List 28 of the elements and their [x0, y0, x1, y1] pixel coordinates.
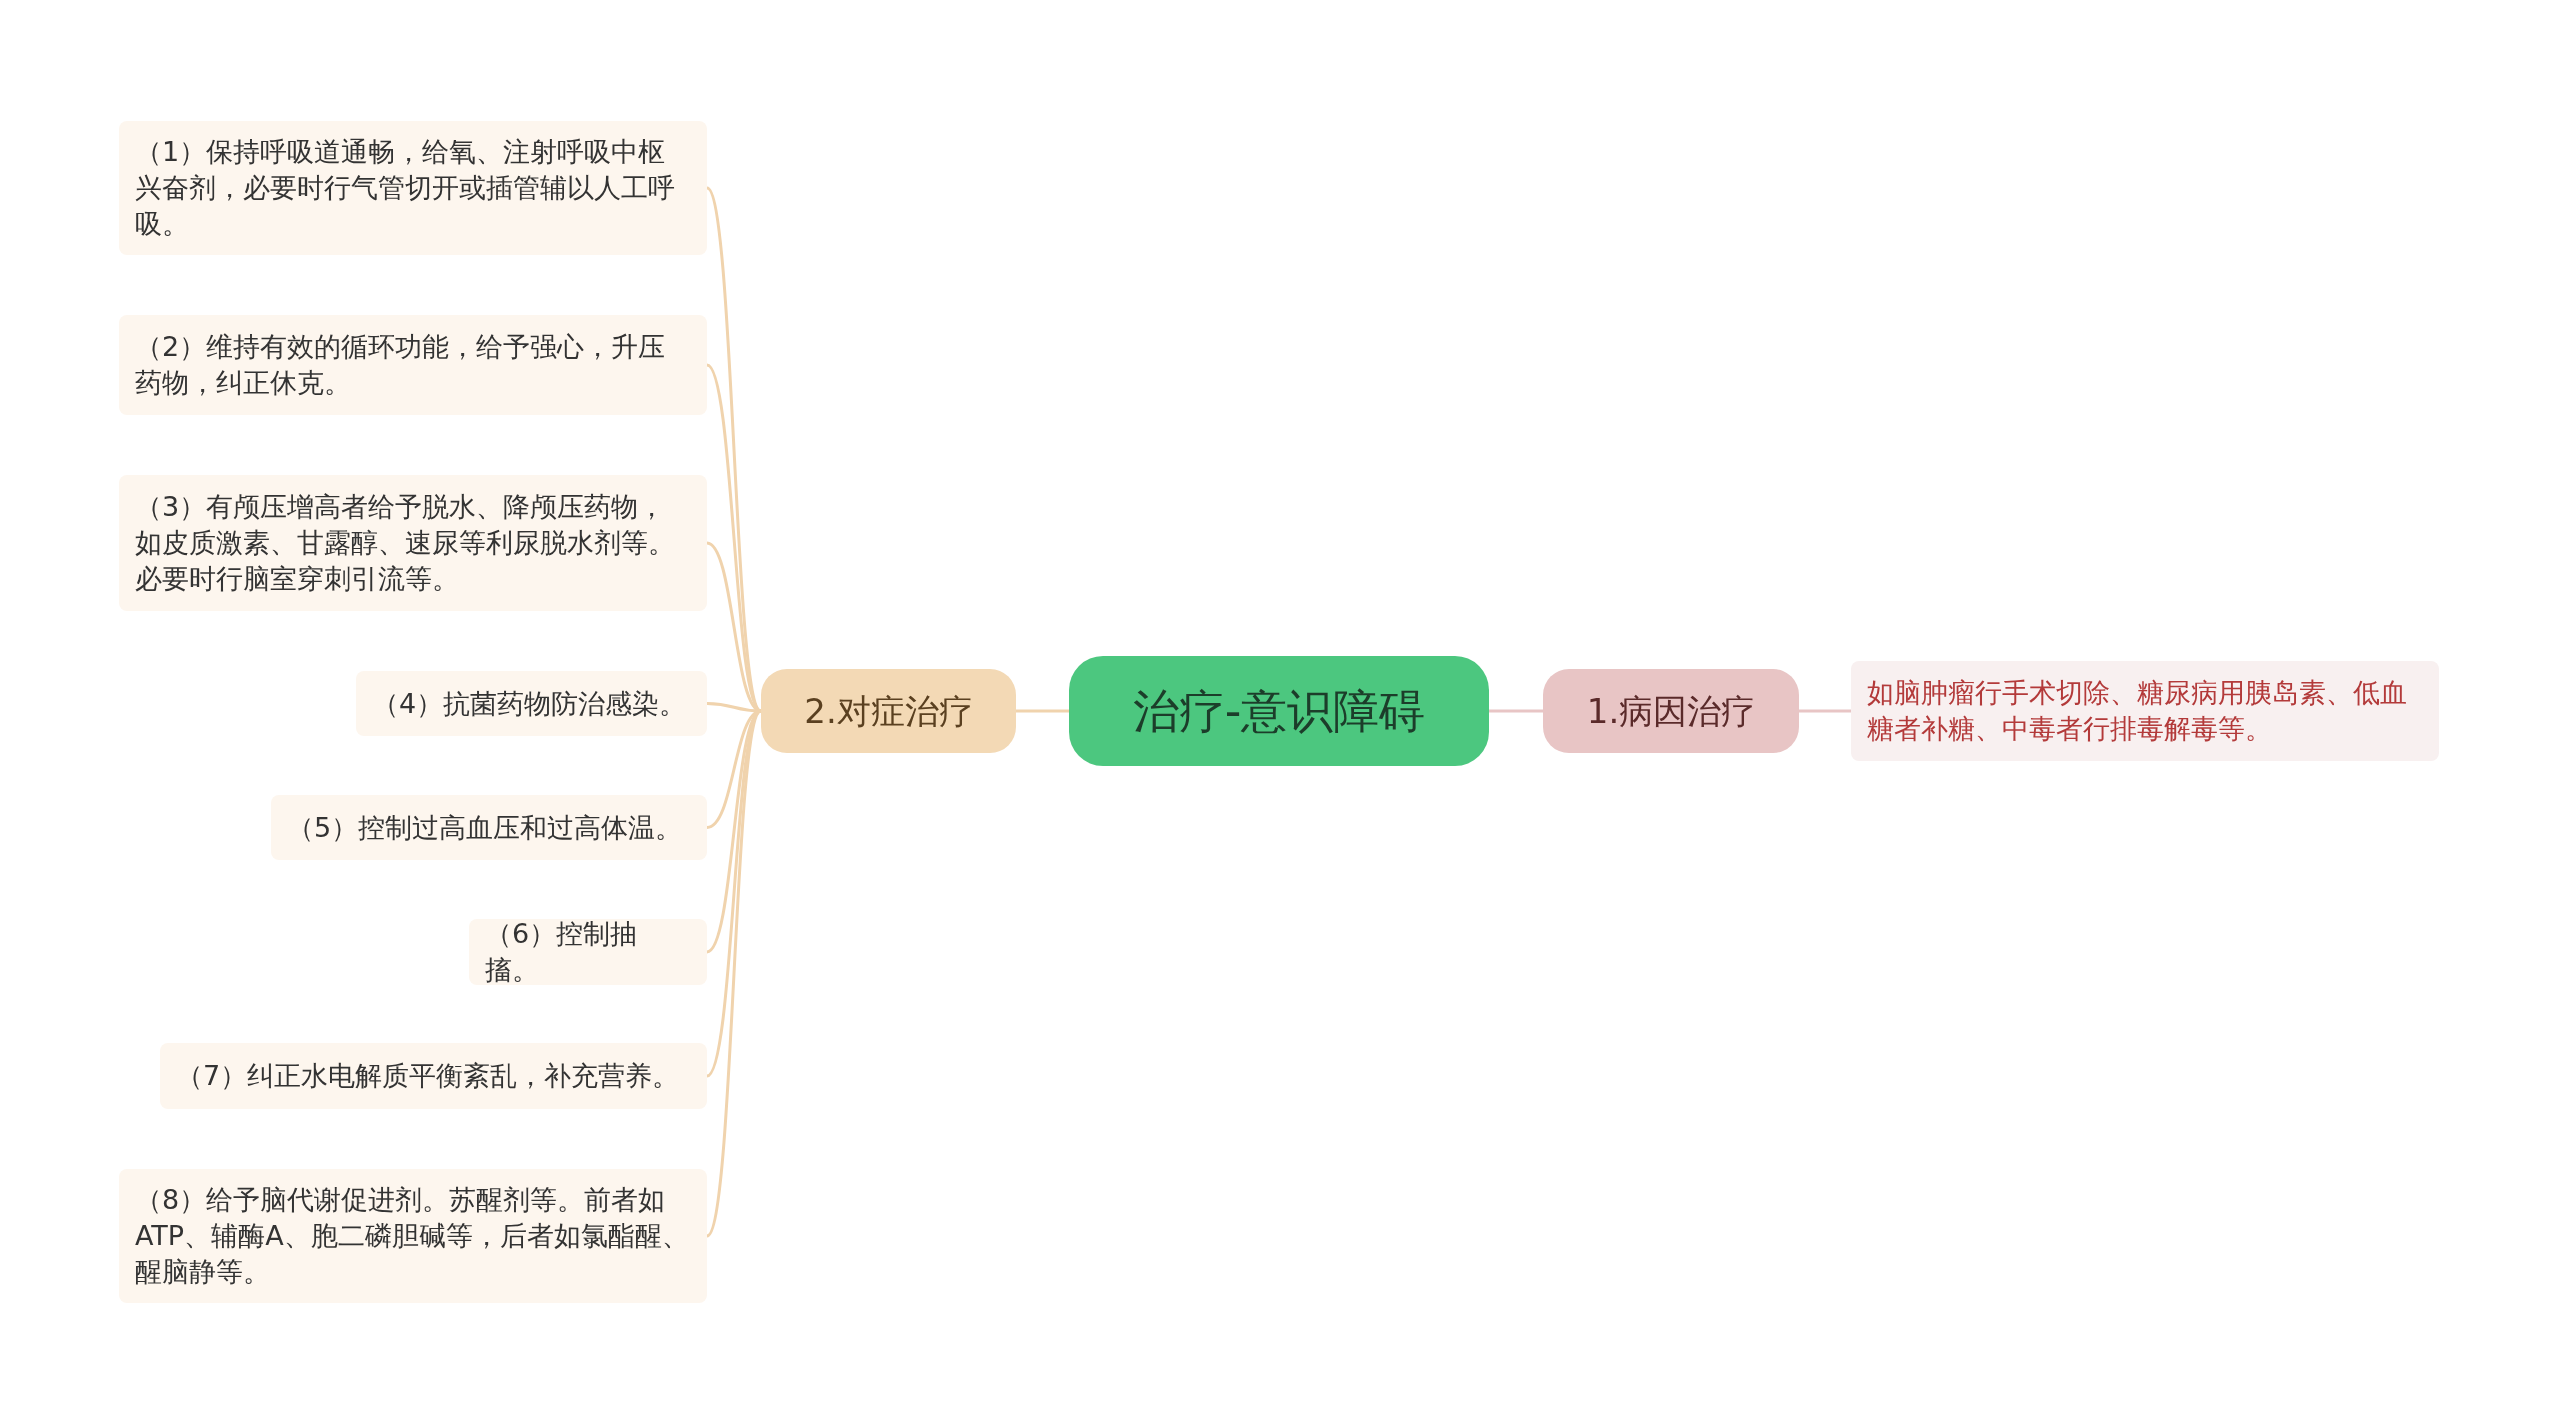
central-topic — [1069, 656, 1489, 766]
connector — [1016, 709, 1069, 713]
leaf-topic — [119, 475, 707, 611]
leaf-topic — [119, 1169, 707, 1303]
leaf-topic — [356, 671, 707, 736]
topic-text: （8）给予脑代谢促进剂。苏醒剂等。前者如ATP、辅酶A、胞二磷胆碱等，后者如氯酯醒、醒脑静等。 — [135, 1183, 690, 1289]
branch-topic — [1543, 669, 1799, 753]
connector — [705, 710, 763, 1237]
topic-text: （1）保持呼吸道通畅，给氧、注射呼吸中枢兴奋剂，必要时行气管切开或插管辅以人工呼吸。 — [135, 135, 676, 241]
branch-topic — [761, 669, 1016, 753]
topic-text: （7）纠正水电解质平衡紊乱，补充营养。 — [176, 1059, 680, 1093]
leaf-topic — [1851, 661, 2439, 761]
topic-text: 2.对症治疗 — [804, 689, 973, 733]
leaf-topic — [160, 1043, 707, 1109]
leaf-topic — [469, 919, 707, 985]
leaf-topic — [119, 315, 707, 415]
leaf-topic — [271, 795, 707, 860]
topic-text: 如脑肿瘤行手术切除、糖尿病用胰岛素、低血糖者补糖、中毒者行排毒解毒等。 — [1867, 676, 2408, 746]
connector — [1489, 709, 1543, 713]
leaf-topic — [119, 121, 707, 255]
topic-text: 1.病因治疗 — [1586, 689, 1756, 733]
topic-text: （2）维持有效的循环功能，给予强心，升压药物，纠正休克。 — [135, 330, 667, 400]
topic-text: 治疗-意识障碍 — [1132, 682, 1426, 740]
topic-text: （5）控制过高血压和过高体温。 — [287, 810, 683, 845]
topic-text: （4）抗菌药物防治感染。 — [372, 686, 687, 721]
connector — [1799, 709, 1851, 713]
topic-text: （3）有颅压增高者给予脱水、降颅压药物，如皮质激素、甘露醇、速尿等利尿脱水剂等。必要时行脑室穿刺引流等。 — [135, 490, 676, 596]
topic-text: （6）控制抽搐。 — [485, 917, 639, 987]
